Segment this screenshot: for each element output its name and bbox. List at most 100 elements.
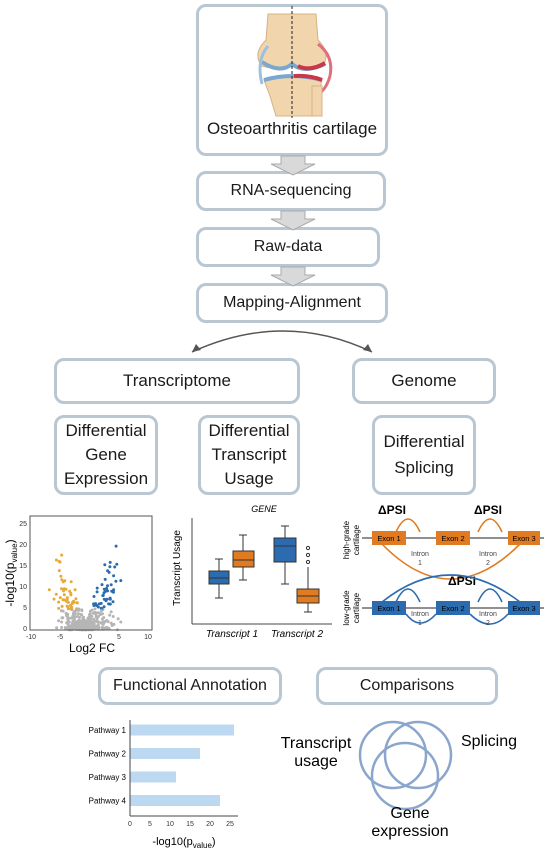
volcano-point xyxy=(60,578,64,582)
volcano-point xyxy=(71,616,74,620)
volcano-point xyxy=(57,600,61,604)
mapping-alignment-label: Mapping-Alignment xyxy=(223,294,361,311)
svg-text:Exon 1: Exon 1 xyxy=(377,534,400,543)
volcano-point xyxy=(60,587,63,591)
volcano-point xyxy=(62,593,66,597)
volcano-point xyxy=(57,606,61,610)
pathway-xtick: 20 xyxy=(206,821,214,828)
ds-line-1: Differential xyxy=(383,432,465,451)
svg-text:Exon 2: Exon 2 xyxy=(441,604,464,613)
functional-annotation-box: Functional Annotation xyxy=(98,667,282,705)
volcano-point xyxy=(74,609,78,613)
volcano-ytick: 0 xyxy=(23,626,27,633)
volcano-point xyxy=(96,620,100,624)
pathway-xlabel: -log10(pvalue) xyxy=(152,836,215,850)
volcano-point xyxy=(114,544,118,548)
volcano-ytick: 20 xyxy=(19,542,27,549)
volcano-point xyxy=(65,598,69,602)
volcano-point xyxy=(102,605,106,609)
volcano-point xyxy=(73,588,77,592)
volcano-point xyxy=(67,620,70,624)
pathway-bar xyxy=(130,748,200,759)
volcano-point xyxy=(94,615,98,619)
volcano-point xyxy=(95,586,99,590)
exon-1-high xyxy=(372,531,406,545)
volcano-xtick: 0 xyxy=(88,634,92,641)
down-arrow-2 xyxy=(270,210,316,231)
volcano-point xyxy=(105,587,109,590)
genome-label: Genome xyxy=(391,371,457,390)
volcano-point xyxy=(47,588,51,592)
volcano-point xyxy=(83,619,86,623)
volcano-point xyxy=(100,583,104,587)
volcano-point xyxy=(88,614,92,618)
volcano-point xyxy=(80,622,84,626)
volcano-xtick: 10 xyxy=(144,634,152,641)
boxplot-ylabel: Transcript Usage xyxy=(172,530,183,606)
volcano-point xyxy=(96,611,100,615)
volcano-point xyxy=(111,600,115,604)
volcano-point xyxy=(86,616,90,620)
boxplot-group-2: Transcript 2 xyxy=(271,629,323,640)
dpsi-label-1: ΔPSI xyxy=(378,503,406,517)
transcriptome-label: Transcriptome xyxy=(122,371,231,390)
pathway-label: Pathway 1 xyxy=(89,726,127,735)
volcano-point xyxy=(63,579,67,583)
volcano-point xyxy=(80,613,84,617)
dge-box: Differential Gene Expression xyxy=(54,415,158,495)
venn-circle-gene xyxy=(370,741,440,811)
boxplot-box-t1-low xyxy=(232,550,255,568)
volcano-point xyxy=(92,617,96,621)
volcano-point xyxy=(52,597,56,601)
volcano-point xyxy=(104,626,108,630)
volcano-point xyxy=(93,607,97,611)
down-arrow-3 xyxy=(270,266,316,287)
volcano-point xyxy=(66,625,70,629)
pathway-label: Pathway 2 xyxy=(89,750,127,759)
volcano-point xyxy=(59,574,63,578)
comparisons-label: Comparisons xyxy=(359,677,455,694)
dtu-box: Differential Transcript Usage xyxy=(198,415,300,495)
volcano-point xyxy=(114,579,118,583)
volcano-point xyxy=(94,611,98,615)
volcano-point xyxy=(86,625,90,629)
volcano-point xyxy=(60,553,64,557)
volcano-ytick: 10 xyxy=(19,584,27,591)
dtu-line-3: Usage xyxy=(224,469,274,488)
volcano-point xyxy=(74,615,77,619)
volcano-point xyxy=(57,569,61,573)
pathway-bar xyxy=(130,771,176,783)
volcano-xlabel: Log2 FC xyxy=(69,641,115,655)
volcano-point xyxy=(102,587,106,591)
volcano-xtick: 5 xyxy=(117,634,121,641)
volcano-point xyxy=(97,614,100,618)
venn-splicing: Splicing xyxy=(461,733,517,750)
volcano-point xyxy=(96,623,100,627)
high-grade-label: high-gradecartilage xyxy=(342,520,361,559)
volcano-point xyxy=(61,598,65,602)
rna-sequencing-label: RNA-sequencing xyxy=(230,182,352,199)
pathway-bar xyxy=(130,795,220,806)
volcano-point xyxy=(57,559,61,563)
volcano-point xyxy=(76,612,80,616)
exon-3-high xyxy=(508,531,540,545)
volcano-point xyxy=(109,610,113,614)
volcano-point xyxy=(111,615,115,618)
volcano-point xyxy=(60,620,64,624)
dge-line-3: Expression xyxy=(63,469,149,488)
volcano-point xyxy=(62,589,65,593)
volcano-point xyxy=(106,569,110,573)
volcano-point xyxy=(89,619,93,623)
exon-1-low xyxy=(372,601,406,615)
volcano-xtick: -10 xyxy=(26,634,36,641)
dge-line-1: Differential xyxy=(65,421,147,440)
pathway-bar xyxy=(130,724,234,736)
